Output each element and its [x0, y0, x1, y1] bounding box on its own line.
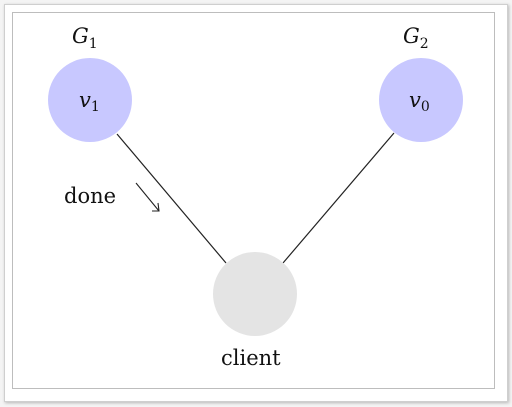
node-v0 — [379, 58, 463, 142]
edge-v0-client — [282, 132, 395, 264]
node-client-label: client — [221, 346, 281, 370]
group-g1-label: G1 — [72, 24, 98, 52]
edge-v1-client — [116, 133, 227, 264]
edge-label-done: done — [64, 184, 116, 208]
node-client — [213, 252, 297, 336]
node-v1 — [48, 58, 132, 142]
node-v0-label: v0 — [409, 88, 430, 115]
group-g2-label: G2 — [403, 24, 429, 52]
inner-frame — [12, 12, 495, 389]
node-v1-label: v1 — [79, 88, 100, 115]
done-arrow-icon — [135, 182, 160, 212]
